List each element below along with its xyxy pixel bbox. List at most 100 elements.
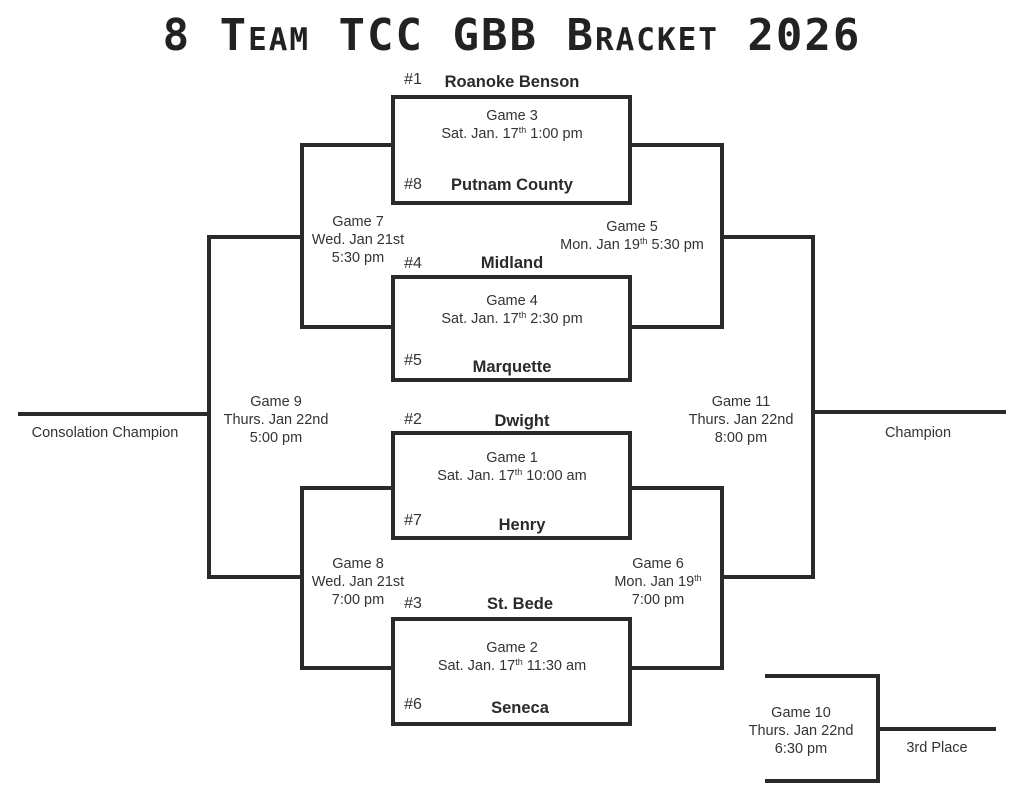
- bracket-line: [765, 779, 880, 783]
- champion-line: [813, 410, 1006, 414]
- game-datetime: Sat. Jan. 17th 2:30 pm: [441, 310, 582, 328]
- bracket-line: [630, 325, 724, 329]
- bracket-line: [300, 486, 393, 490]
- game-2-box: [391, 617, 632, 726]
- game-label: Game 11: [711, 394, 771, 410]
- bracket-line: [300, 143, 304, 329]
- seed-8: #8: [404, 176, 422, 193]
- game-datetime: Sat. Jan. 17th 11:30 am: [438, 657, 586, 675]
- game-date: Wed. Jan 21st: [311, 574, 405, 590]
- team-dwight: Dwight: [494, 412, 550, 430]
- game-datetime: Sat. Jan. 17th 10:00 am: [437, 467, 586, 485]
- game-date: Sat. Jan. 17: [441, 311, 519, 327]
- seed-1: #1: [404, 71, 422, 88]
- game-label: Game 2: [486, 640, 538, 656]
- bracket-line: [722, 575, 815, 579]
- seed-5: #5: [404, 352, 422, 369]
- consolation-champion-label: Consolation Champion: [31, 425, 179, 441]
- game-datetime: Sat. Jan. 17th 1:00 pm: [441, 125, 582, 143]
- game-time: 1:00 pm: [526, 126, 583, 142]
- game-label: Game 7: [332, 214, 384, 230]
- game-time: 10:00 am: [522, 468, 587, 484]
- game-date: Thurs. Jan 22nd: [748, 723, 854, 739]
- date-suffix: th: [518, 310, 527, 320]
- game-time: 5:00 pm: [249, 430, 303, 446]
- game-time: 6:30 pm: [774, 741, 828, 757]
- game-date: Thurs. Jan 22nd: [223, 412, 329, 428]
- game-label: Game 8: [332, 556, 384, 572]
- bracket-line: [207, 575, 302, 579]
- date-suffix: th: [639, 236, 648, 246]
- game-datetime: Mon. Jan 19th 5:30 pm: [560, 236, 704, 254]
- game-5-info: Game 5 Mon. Jan 19th 5:30 pm: [560, 218, 704, 254]
- game-10-info: Game 10 Thurs. Jan 22nd 6:30 pm: [749, 704, 854, 758]
- game-label: Game 9: [250, 394, 302, 410]
- game-date: Thurs. Jan 22nd: [688, 412, 794, 428]
- seed-7: #7: [404, 512, 422, 529]
- game-label: Game 1: [486, 450, 538, 466]
- consolation-champion-line: [18, 412, 209, 416]
- game-label: Game 6: [632, 556, 684, 572]
- third-place-label: 3rd Place: [906, 740, 968, 756]
- team-henry: Henry: [498, 516, 546, 534]
- game-6-info: Game 6 Mon. Jan 19th 7:00 pm: [614, 555, 701, 609]
- bracket-line: [630, 666, 724, 670]
- team-roanoke-benson: Roanoke Benson: [444, 73, 580, 91]
- game-9-info: Game 9 Thurs. Jan 22nd 5:00 pm: [224, 393, 329, 447]
- game-time: 2:30 pm: [526, 311, 583, 327]
- team-st-bede: St. Bede: [486, 595, 554, 613]
- bracket-line: [300, 325, 393, 329]
- bracket-line: [207, 235, 211, 579]
- third-place-line: [878, 727, 996, 731]
- game-11-info: Game 11 Thurs. Jan 22nd 8:00 pm: [689, 393, 794, 447]
- game-date: Sat. Jan. 17: [441, 126, 519, 142]
- seed-4: #4: [404, 255, 422, 272]
- game-date: Sat. Jan. 17: [437, 658, 516, 674]
- team-marquette: Marquette: [472, 358, 552, 376]
- bracket-line: [630, 486, 724, 490]
- bracket-line: [722, 235, 815, 239]
- date-suffix: th: [515, 657, 523, 667]
- date-suffix: th: [694, 573, 702, 583]
- bracket-line: [630, 143, 724, 147]
- page-title: 8 Team TCC GBB Bracket 2026: [162, 10, 862, 61]
- bracket-line: [811, 235, 815, 579]
- bracket-line: [300, 143, 393, 147]
- game-3-info: Game 3 Sat. Jan. 17th 1:00 pm: [441, 107, 582, 143]
- game-time: 8:00 pm: [714, 430, 768, 446]
- game-3-box: [391, 95, 632, 205]
- game-time: 7:00 pm: [631, 592, 685, 608]
- game-4-info: Game 4 Sat. Jan. 17th 2:30 pm: [441, 292, 582, 328]
- game-date: Mon. Jan 19: [614, 574, 695, 590]
- game-time: 5:30 pm: [647, 237, 704, 253]
- seed-3: #3: [404, 595, 422, 612]
- game-time: 7:00 pm: [331, 592, 385, 608]
- game-7-info: Game 7 Wed. Jan 21st 5:30 pm: [312, 213, 404, 267]
- game-label: Game 4: [486, 293, 538, 309]
- bracket-line: [300, 666, 393, 670]
- date-suffix: th: [514, 467, 523, 477]
- game-date-line: Mon. Jan 19th: [614, 573, 701, 591]
- team-putnam-county: Putnam County: [451, 176, 573, 194]
- bracket-line: [300, 486, 304, 670]
- team-midland: Midland: [480, 254, 544, 272]
- game-1-info: Game 1 Sat. Jan. 17th 10:00 am: [437, 449, 586, 485]
- game-time: 11:30 am: [522, 658, 587, 674]
- game-2-info: Game 2 Sat. Jan. 17th 11:30 am: [438, 639, 586, 675]
- bracket-line: [207, 235, 302, 239]
- team-seneca: Seneca: [491, 699, 549, 717]
- seed-6: #6: [404, 696, 422, 713]
- date-suffix: th: [518, 125, 527, 135]
- game-label: Game 3: [486, 108, 538, 124]
- game-date: Mon. Jan 19: [560, 237, 640, 253]
- champion-label: Champion: [884, 425, 952, 441]
- game-time: 5:30 pm: [331, 250, 385, 266]
- game-label: Game 10: [771, 705, 831, 721]
- game-label: Game 5: [606, 219, 658, 235]
- bracket-line: [765, 674, 880, 678]
- seed-2: #2: [404, 411, 422, 428]
- game-date: Sat. Jan. 17: [437, 468, 515, 484]
- game-date: Wed. Jan 21st: [311, 232, 405, 248]
- game-1-box: [391, 431, 632, 540]
- game-8-info: Game 8 Wed. Jan 21st 7:00 pm: [312, 555, 404, 609]
